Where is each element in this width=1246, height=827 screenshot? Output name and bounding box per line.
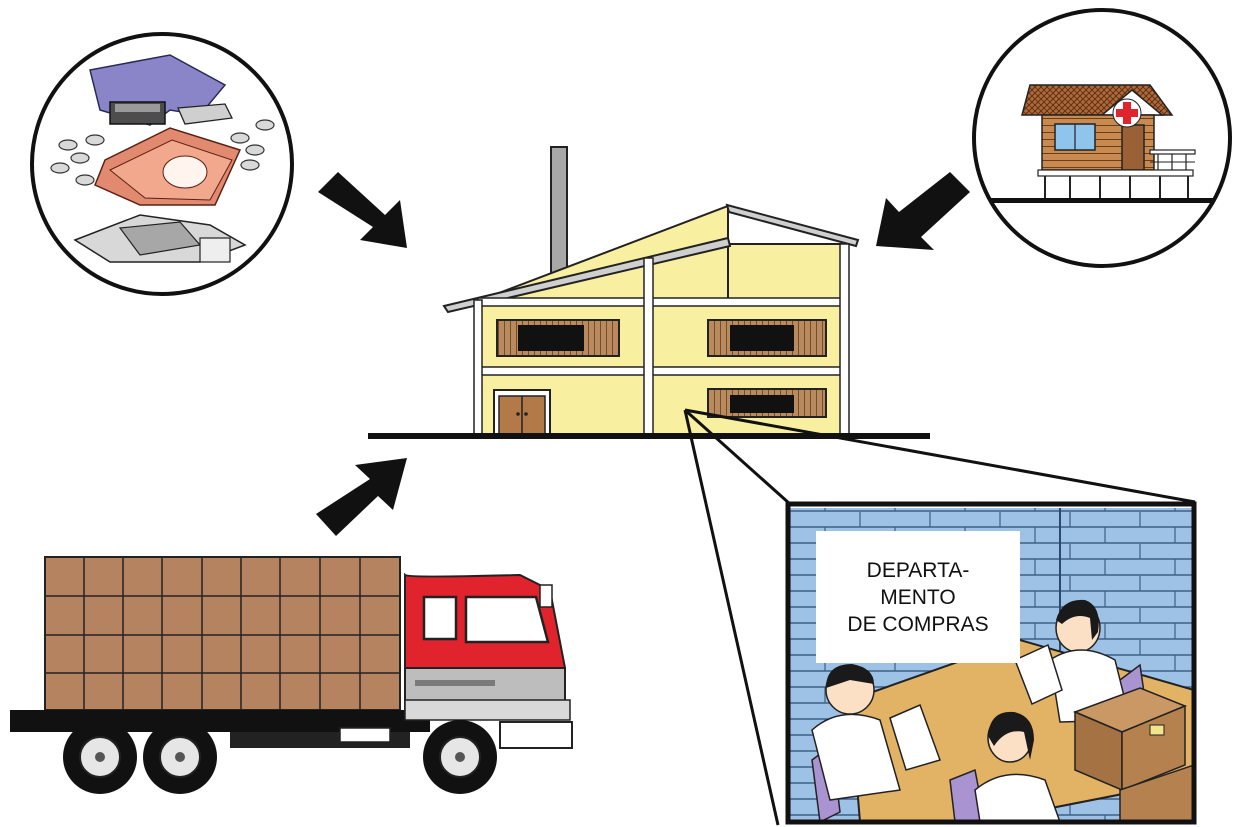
- circle-border: [972, 8, 1232, 268]
- person: [1014, 599, 1131, 723]
- department-label-line: DEPARTA-: [866, 558, 970, 582]
- department-label-line: DE COMPRAS: [847, 612, 989, 636]
- department-label-line: MENTO: [880, 585, 956, 609]
- circle-border: [30, 32, 294, 296]
- raw-materials-icon: [30, 32, 294, 296]
- chimney: [550, 146, 568, 283]
- clinic-icon: [972, 8, 1232, 268]
- ground-line: [368, 433, 930, 439]
- factory-window: [707, 388, 827, 418]
- truck-cab: [404, 572, 573, 749]
- cardboard-box: [1119, 764, 1194, 821]
- delivery-truck: [10, 556, 573, 794]
- factory-door: [493, 389, 551, 437]
- truck-wheel: [63, 720, 137, 794]
- arrow-icon: [876, 172, 970, 250]
- truck-wheel: [423, 720, 497, 794]
- person: [811, 664, 941, 801]
- arrow-icon: [316, 458, 407, 536]
- truck-wheel: [143, 720, 217, 794]
- cardboard-box: [1072, 687, 1187, 792]
- factory-window: [707, 319, 827, 357]
- cargo-boxes: [44, 556, 401, 711]
- purchasing-office-scene: [785, 501, 1197, 825]
- roof-left: [442, 236, 732, 314]
- arrow-icon: [318, 172, 407, 248]
- office-frame: [785, 501, 1197, 825]
- zoom-callout: [683, 408, 1196, 826]
- person: [974, 711, 1061, 821]
- department-label: DEPARTA- MENTO DE COMPRAS: [816, 531, 1020, 663]
- factory-window: [496, 319, 620, 357]
- roof-right: [725, 203, 860, 248]
- factory-building: [368, 146, 930, 439]
